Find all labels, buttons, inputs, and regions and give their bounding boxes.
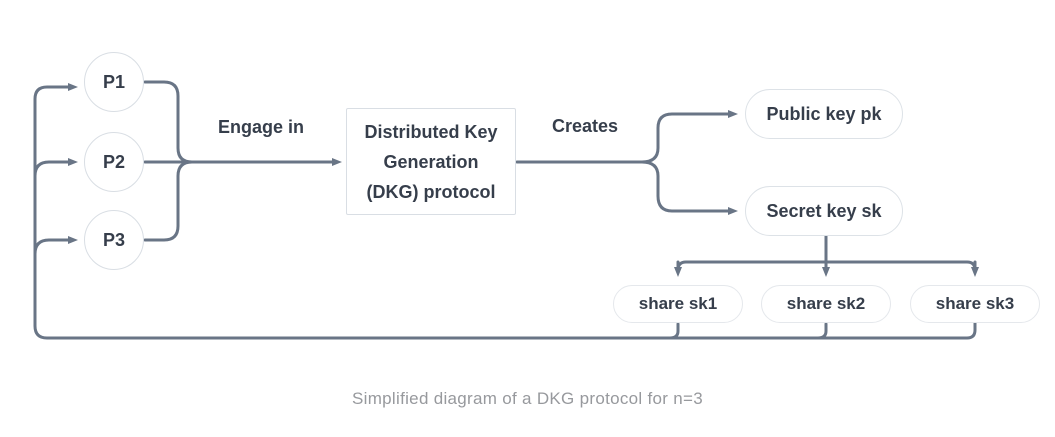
edge-split-to-public (640, 110, 738, 164)
share-sk1-label: share sk1 (638, 294, 718, 313)
edge-p3-to-merge (143, 160, 194, 242)
participant-node-p3: P3 (84, 210, 144, 270)
dkg-box-line2: Generation (383, 151, 479, 172)
dkg-protocol-box: Distributed Key Generation (DKG) protoco… (346, 108, 516, 215)
public-key-label: Public key pk (766, 103, 882, 124)
secret-key-node: Secret key sk (745, 186, 903, 236)
edge-split-to-secret (640, 160, 738, 215)
creates-label: Creates (551, 116, 619, 136)
engage-in-label: Engage in (217, 117, 304, 137)
edge-return-branch-p3 (33, 236, 78, 256)
edge-share2-stub (816, 322, 828, 340)
share-sk3-label: share sk3 (935, 294, 1015, 313)
edge-p1-to-merge (143, 80, 194, 164)
share-sk2-node: share sk2 (761, 285, 891, 323)
dkg-box-line3: (DKG) protocol (366, 181, 496, 202)
participant-label-p1: P1 (102, 71, 126, 92)
secret-key-label: Secret key sk (766, 200, 882, 221)
dkg-box-line1: Distributed Key (364, 121, 498, 142)
edge-share1-stub (668, 322, 680, 340)
edge-return-loop-to-p1 (33, 83, 977, 340)
participant-node-p2: P2 (84, 132, 144, 192)
share-sk1-node: share sk1 (613, 285, 743, 323)
edge-return-branch-p2 (33, 158, 78, 178)
diagram-caption: Simplified diagram of a DKG protocol for… (352, 389, 703, 408)
public-key-node: Public key pk (745, 89, 903, 139)
share-sk2-label: share sk2 (786, 294, 866, 313)
participant-node-p1: P1 (84, 52, 144, 112)
participant-label-p3: P3 (102, 229, 126, 250)
share-sk3-node: share sk3 (910, 285, 1040, 323)
participant-label-p2: P2 (102, 151, 126, 172)
